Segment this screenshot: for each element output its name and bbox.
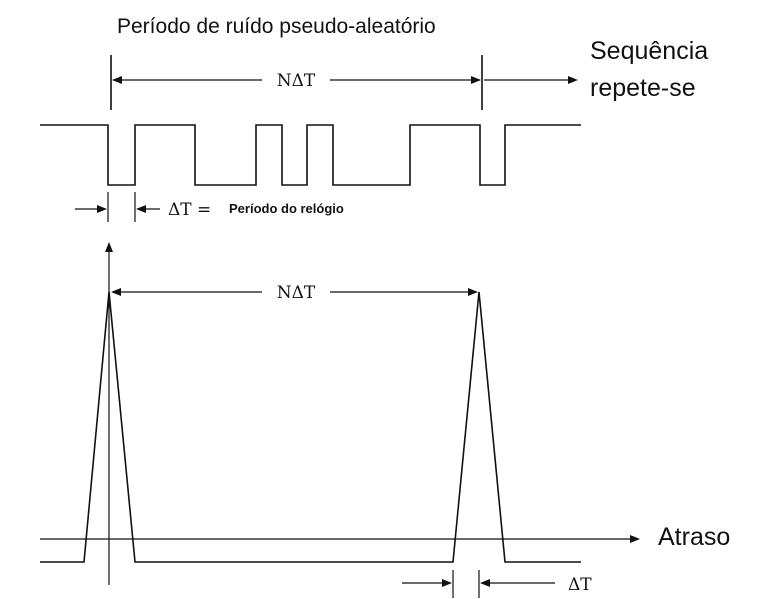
sequence-section: Período de ruído pseudo-aleatório NΔT Se… [40,15,708,222]
repeat-arrow [484,76,578,84]
peak-spacing-dimension [111,288,478,296]
sequence-repeats-label-line2: repete-se [590,74,696,102]
sequence-repeats-label-line1: Sequência [590,37,708,65]
autocorrelation-curve [40,291,581,563]
period-dimension-arrow [112,76,481,84]
pseudo-random-waveform [40,124,581,186]
peak-spacing-label: NΔT [277,283,316,303]
peak-width-dimension [402,570,555,598]
delay-axis [40,535,640,543]
autocorrelation-section: Atraso NΔT ΔT [40,242,730,598]
clock-period-label: Período do relógio [229,201,344,216]
clock-period-symbol: ΔT = [168,200,211,220]
sequence-period-title: Período de ruído pseudo-aleatório [117,15,436,38]
delay-axis-label: Atraso [658,523,730,551]
clock-period-dimension [75,192,160,222]
period-label: NΔT [277,71,316,91]
peak-width-label: ΔT [568,575,592,595]
vertical-axis [105,242,113,585]
